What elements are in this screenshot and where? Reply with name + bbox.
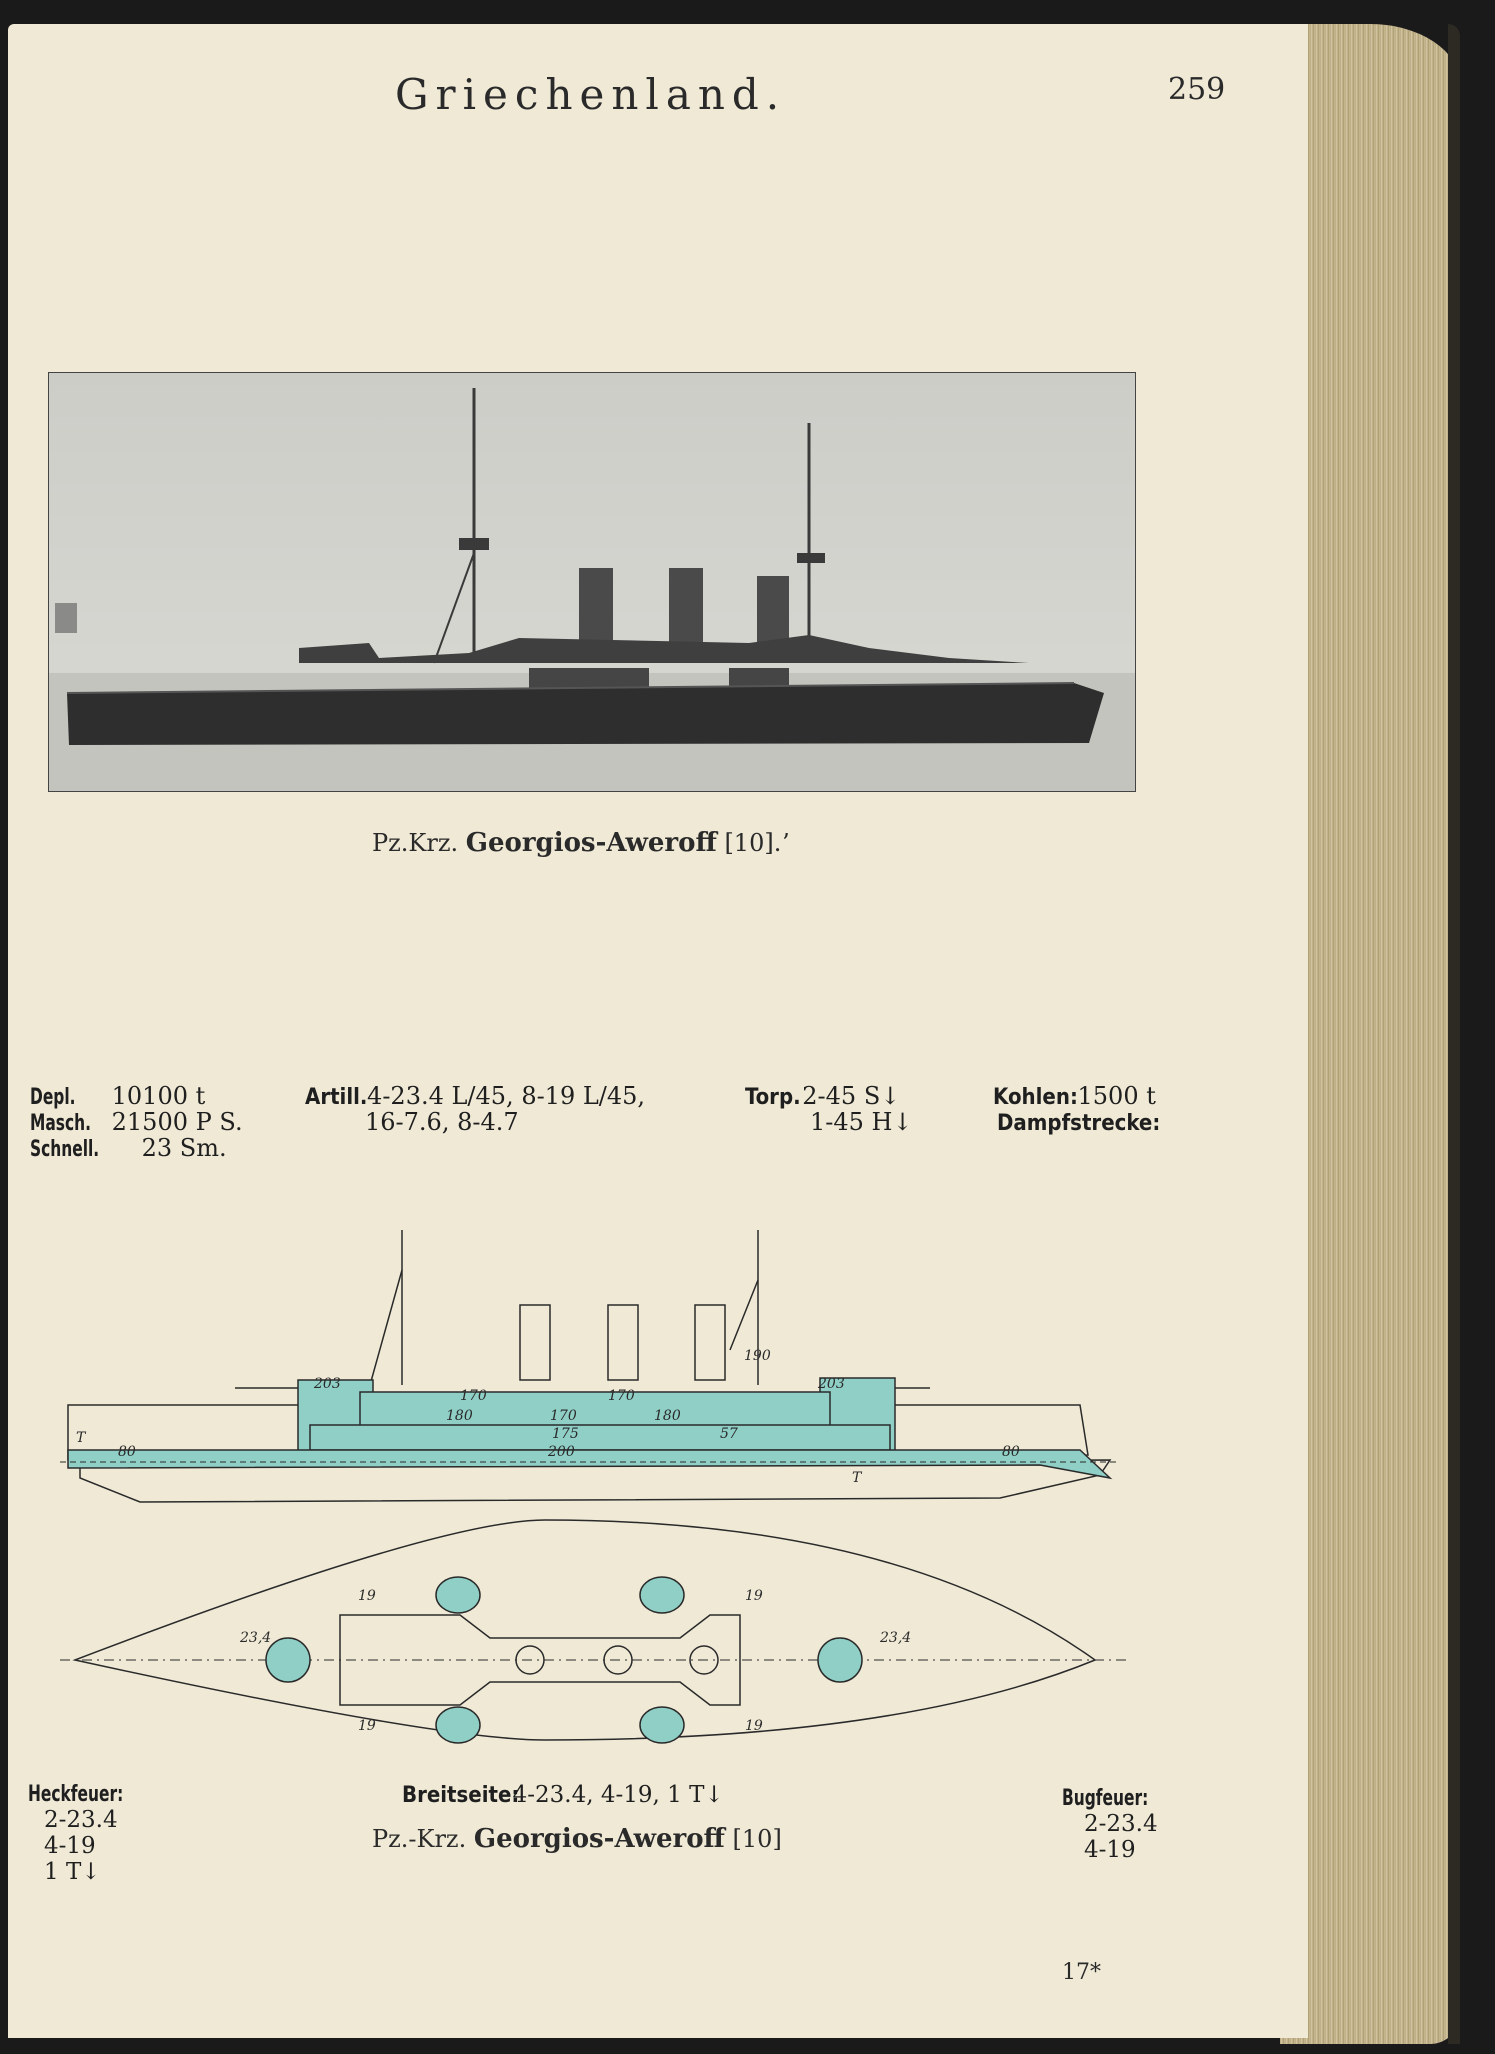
photo-caption-ship-name: Georgios-Aweroff	[465, 828, 717, 858]
spec-torp-line2: 1-45 H↓	[810, 1108, 913, 1136]
plan-gun-label: 19	[358, 1588, 376, 1604]
plan-gun-label: 19	[745, 1588, 763, 1604]
spec-masch-label: Masch.	[30, 1111, 91, 1136]
drawing-caption-ship-name: Georgios-Aweroff	[473, 1824, 725, 1854]
bugfeuer-block: Bugfeuer: 2-23.4 4-19	[1062, 1786, 1173, 1863]
page-number: 259	[1168, 72, 1226, 107]
drawing-caption-prefix: Pz.-Krz.	[372, 1825, 467, 1853]
spec-masch: Masch. 21500 P S.	[30, 1108, 243, 1136]
breitseite-value: 4-23.4, 4-19, 1 T↓	[512, 1782, 724, 1808]
bugfeuer-line: 2-23.4	[1084, 1811, 1158, 1837]
spec-masch-value: 21500 P S.	[111, 1108, 243, 1136]
spec-kohlen-value: 1500 t	[1077, 1082, 1156, 1110]
photo-caption-prefix: Pz.Krz.	[372, 829, 459, 857]
breitseite-label: Breitseite:	[402, 1783, 520, 1808]
armor-label: 180	[446, 1408, 473, 1424]
breitseite-line: Breitseite: 4-23.4, 4-19, 1 T↓	[402, 1782, 724, 1808]
heckfeuer-line: 1 T↓	[44, 1859, 101, 1885]
ship-photograph	[48, 372, 1136, 792]
armor-label: 170	[608, 1388, 635, 1404]
armor-label: 175	[552, 1426, 579, 1442]
heckfeuer-line: 2-23.4	[44, 1807, 118, 1833]
spec-artill-line1: 4-23.4 L/45, 8-19 L/45,	[367, 1082, 646, 1110]
drawing-caption: Pz.-Krz. Georgios-Aweroff [10]	[372, 1824, 782, 1854]
torpedo-mark: T	[76, 1430, 87, 1446]
spec-schnell-value: 23 Sm.	[141, 1134, 227, 1162]
plan-gun-label: 23,4	[879, 1630, 911, 1646]
armor-label: 80	[118, 1444, 136, 1460]
armor-label: 180	[654, 1408, 681, 1424]
plan-gun-label: 19	[358, 1718, 376, 1734]
spec-torp-line1: 2-45 S↓	[802, 1082, 901, 1110]
plan-gun-label: 23,4	[239, 1630, 271, 1646]
ship-drawing: 203 170 170 190 203 180 170 180 175 57 8…	[40, 1220, 1140, 1760]
photo-caption-suffix: [10].ʼ	[724, 829, 789, 857]
spec-artill-label: Artill.	[305, 1085, 368, 1110]
profile-view	[60, 1230, 1120, 1503]
bugfeuer-line: 4-19	[1084, 1837, 1136, 1863]
book-page-edges	[1280, 24, 1460, 2044]
armor-label: 190	[744, 1348, 771, 1364]
signature-mark: 17*	[1062, 1960, 1101, 1985]
spec-artill: Artill. 4-23.4 L/45, 8-19 L/45,	[305, 1082, 645, 1110]
armor-label: 80	[1002, 1444, 1020, 1460]
spec-depl-label: Depl.	[30, 1085, 76, 1110]
spec-depl-value: 10100 t	[111, 1082, 206, 1110]
armor-label: 57	[720, 1426, 738, 1442]
heckfeuer-line: 4-19	[44, 1833, 96, 1859]
armor-label: 170	[550, 1408, 577, 1424]
bugfeuer-label: Bugfeuer:	[1062, 1786, 1149, 1811]
ship-photo-illustration	[49, 388, 1135, 791]
spec-dampfstrecke-label: Dampfstrecke:	[997, 1111, 1161, 1136]
spec-kohlen-label: Kohlen:	[993, 1085, 1078, 1110]
running-title: Griechenland.	[395, 70, 787, 119]
spec-depl: Depl. 10100 t	[30, 1082, 205, 1110]
plan-gun-label: 19	[745, 1718, 763, 1734]
plan-view	[60, 1519, 1130, 1744]
spec-torp-label: Torp.	[745, 1085, 801, 1110]
spec-artill-line2: 16-7.6, 8-4.7	[365, 1108, 519, 1136]
heckfeuer-block: Heckfeuer: 2-23.4 4-19 1 T↓	[28, 1782, 150, 1885]
heckfeuer-label: Heckfeuer:	[28, 1782, 124, 1807]
drawing-caption-suffix: [10]	[732, 1825, 782, 1853]
spec-schnell: Schnell. 23 Sm.	[30, 1134, 227, 1162]
spec-schnell-label: Schnell.	[30, 1137, 100, 1162]
spec-dampfstrecke: Dampfstrecke:	[997, 1108, 1160, 1136]
armor-label: 200	[547, 1444, 575, 1460]
photo-caption: Pz.Krz. Georgios-Aweroff [10].ʼ	[372, 828, 789, 858]
torpedo-mark: T	[852, 1470, 863, 1486]
spec-torp: Torp. 2-45 S↓	[745, 1082, 900, 1110]
armor-label: 203	[817, 1376, 845, 1392]
armor-label: 170	[460, 1388, 487, 1404]
ship-profile-and-plan: 203 170 170 190 203 180 170 180 175 57 8…	[60, 1230, 1130, 1744]
spec-kohlen: Kohlen: 1500 t	[993, 1082, 1156, 1110]
armor-label: 203	[313, 1376, 341, 1392]
